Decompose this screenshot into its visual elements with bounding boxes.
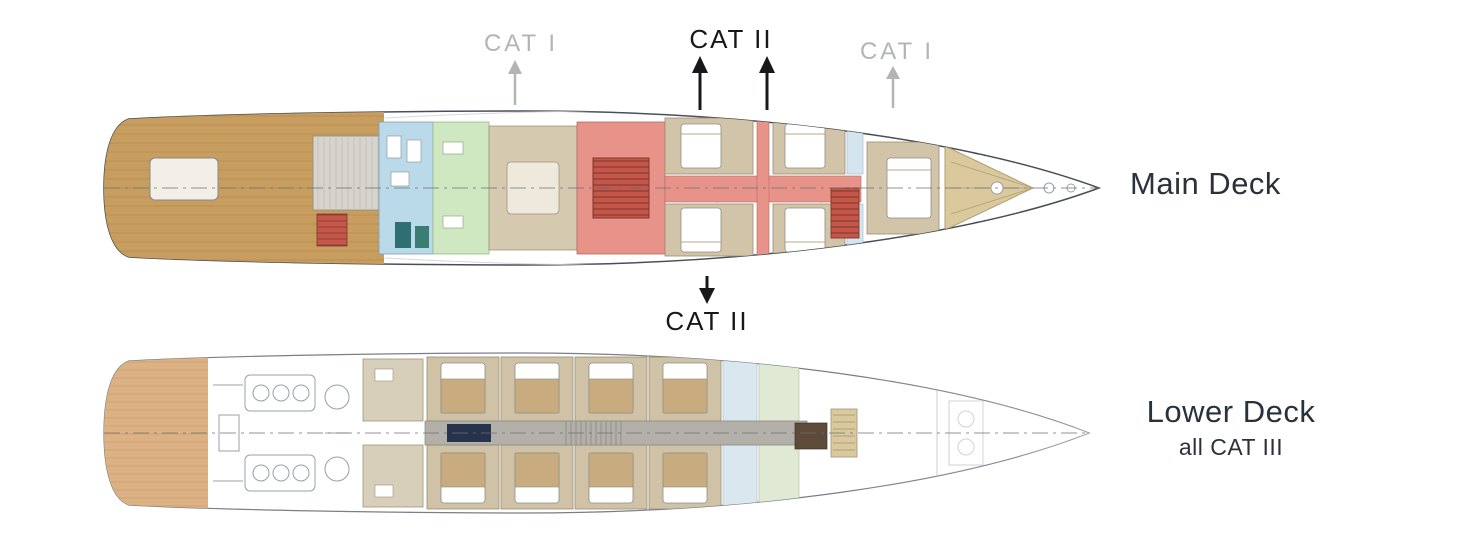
lower-deck-plan xyxy=(103,352,1091,514)
cat2-label-top: CAT II xyxy=(689,24,773,54)
lower-deck-label-block: Lower Deck all CAT III xyxy=(1126,394,1336,461)
main-deck-label: Main Deck xyxy=(1130,166,1281,201)
cat1-up-arrow-right-icon xyxy=(886,66,900,108)
cat1-label-right: CAT I xyxy=(859,38,935,65)
cat2-label-bottom: CAT II xyxy=(665,306,749,336)
cat1-up-arrow-left-icon xyxy=(508,60,522,105)
cat2-up-arrow-right-icon xyxy=(759,56,775,110)
cat2-down-arrow-icon xyxy=(699,276,715,304)
lower-deck-label: Lower Deck xyxy=(1146,394,1316,429)
main-deck-plan xyxy=(103,110,1102,266)
lower-deck-sublabel: all CAT III xyxy=(1178,434,1284,460)
cat2-up-arrow-left-icon xyxy=(692,56,708,110)
cat1-label-left: CAT I xyxy=(483,30,559,57)
